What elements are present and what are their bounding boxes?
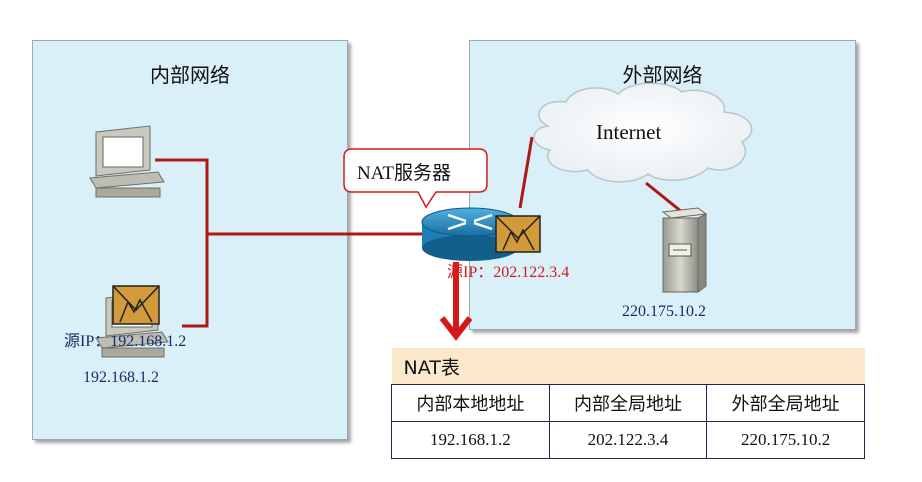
table-row: 192.168.1.2 202.122.3.4 220.175.10.2 xyxy=(391,421,865,459)
header-outside-global: 外部全局地址 xyxy=(706,384,865,422)
link-cloud-server xyxy=(645,181,683,214)
source-ip-label: 源IP：192.168.1.2 xyxy=(64,333,187,350)
cell-outside-global: 220.175.10.2 xyxy=(706,421,865,459)
header-inside-local: 内部本地地址 xyxy=(391,384,550,422)
external-network-title: 外部网络 xyxy=(622,63,703,87)
link-router-cloud xyxy=(518,136,534,209)
envelope-icon xyxy=(112,285,160,325)
callout-label: NAT服务器 xyxy=(357,163,451,184)
link-pc-top xyxy=(155,158,209,234)
nat-table: NAT表 内部本地地址 内部全局地址 外部全局地址 192.168.1.2 20… xyxy=(391,348,865,459)
internal-network-panel: 内部网络 xyxy=(32,40,348,440)
host-ip-label: 192.168.1.2 xyxy=(83,369,159,386)
cell-inside-global: 202.122.3.4 xyxy=(548,421,708,459)
pc-icon xyxy=(89,125,165,198)
callout-bubble xyxy=(343,148,488,209)
server-ip-label: 220.175.10.2 xyxy=(622,303,706,320)
down-arrow-icon xyxy=(439,262,473,341)
server-icon xyxy=(661,207,708,293)
nat-table-title: NAT表 xyxy=(391,348,865,385)
network-links xyxy=(155,136,683,328)
header-inside-global: 内部全局地址 xyxy=(548,384,708,422)
cell-inside-local: 192.168.1.2 xyxy=(391,421,550,459)
envelope-icon-router xyxy=(495,215,541,253)
link-pc-bottom xyxy=(182,234,209,328)
translated-source-ip-label: 源IP：202.122.3.4 xyxy=(447,264,570,281)
nat-table-caption-row: NAT表 xyxy=(391,348,865,385)
cloud-label: Internet xyxy=(596,120,662,144)
cloud-icon xyxy=(533,82,753,183)
internal-network-title: 内部网络 xyxy=(150,63,230,87)
nat-table-header-row: 内部本地地址 内部全局地址 外部全局地址 xyxy=(391,384,865,422)
